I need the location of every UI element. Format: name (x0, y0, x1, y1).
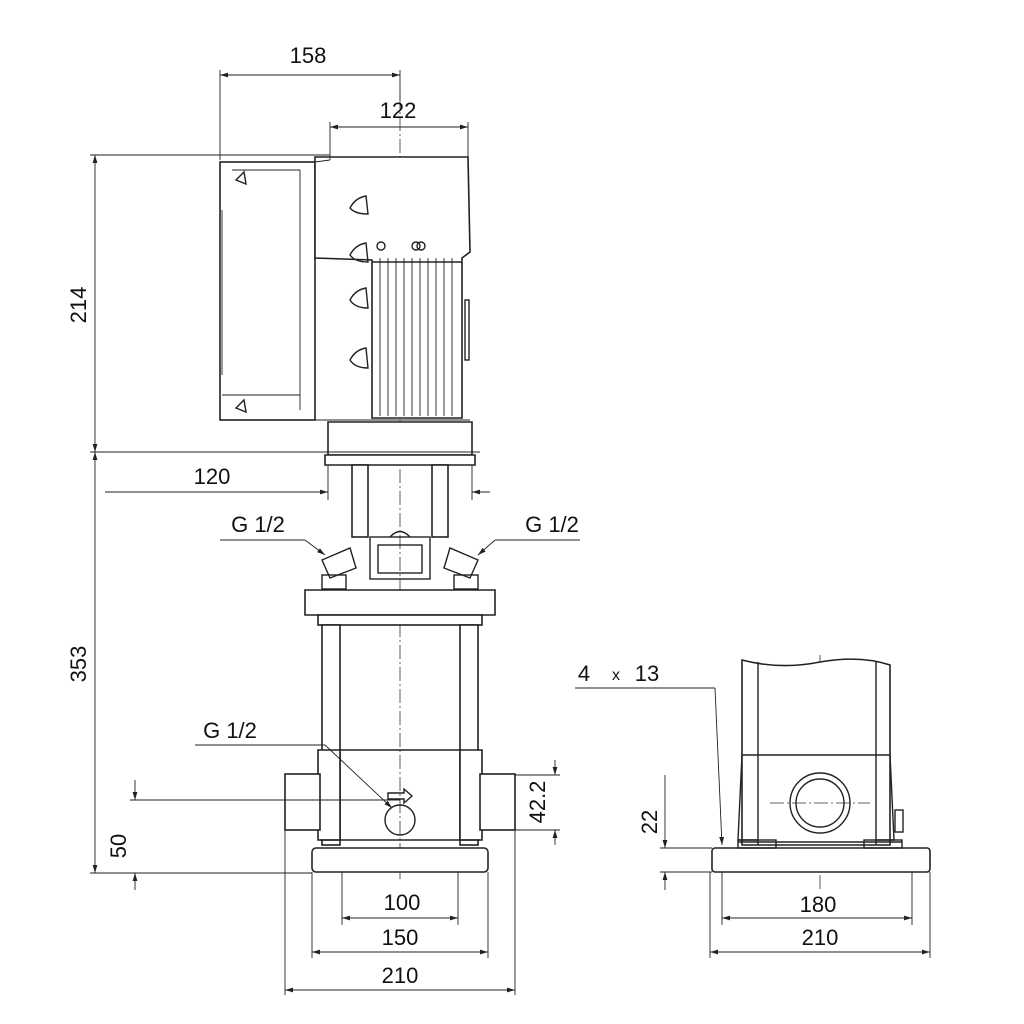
motor-stool (324, 421, 476, 580)
dimension-lines (90, 70, 931, 995)
dim-base-mid: 150 (382, 925, 419, 950)
callout-vent-right: G 1/2 (525, 512, 579, 537)
dim-base-inner: 100 (384, 890, 421, 915)
callout-vent-left: G 1/2 (231, 512, 285, 537)
front-view (219, 95, 516, 880)
pump-base (284, 749, 516, 873)
vent-plugs (321, 547, 479, 590)
motor-housing (314, 156, 471, 421)
side-view (711, 655, 931, 890)
callout-holes-times: x (612, 667, 620, 684)
callout-labels: G 1/2 G 1/2 G 1/2 4 x 13 (203, 512, 659, 743)
dim-motor-flange-width: 122 (380, 98, 417, 123)
dim-coupling-width: 120 (194, 464, 231, 489)
callout-leaders (195, 539, 725, 846)
dim-side-base-width: 210 (802, 925, 839, 950)
dim-pump-height: 353 (66, 646, 91, 683)
dim-motor-height: 214 (66, 287, 91, 324)
dim-side-base-height: 22 (637, 810, 662, 834)
dimension-labels: 158 122 214 120 353 50 42.2 100 150 210 … (66, 43, 838, 988)
dim-port-offset: 42.2 (525, 781, 550, 824)
callout-holes-count: 4 (578, 661, 590, 686)
dim-motor-width: 158 (290, 43, 327, 68)
dim-side-bolt-spacing: 180 (800, 892, 837, 917)
callout-drain: G 1/2 (203, 718, 257, 743)
dim-base-outer: 210 (382, 963, 419, 988)
callout-holes-diameter: 13 (635, 661, 659, 686)
terminal-box (219, 161, 316, 421)
pump-head (304, 589, 496, 626)
dim-inlet-height: 50 (106, 834, 131, 858)
cooling-fins (372, 258, 462, 416)
